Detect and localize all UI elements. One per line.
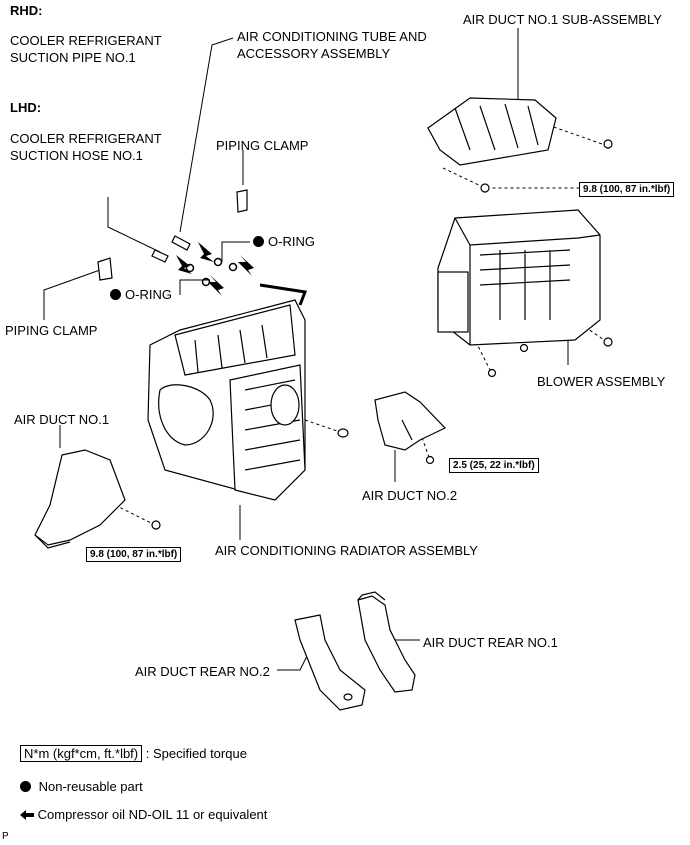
legend-oil: Compressor oil ND-OIL 11 or equivalent xyxy=(20,806,267,823)
blower-label: BLOWER ASSEMBLY xyxy=(537,374,666,389)
air-duct-1-label: AIR DUCT NO.1 xyxy=(14,412,110,427)
piping-clamp-top-label: PIPING CLAMP xyxy=(216,138,309,153)
legend-torque: N*m (kgf*cm, ft.*lbf) : Specified torque xyxy=(20,745,247,762)
o-ring-right-label: O-RING xyxy=(253,233,315,250)
leader-o-ring-left xyxy=(179,279,210,295)
oil-arrow-icon xyxy=(20,810,34,820)
legend-non-reusable: Non-reusable part xyxy=(20,778,143,795)
ac-tube-label-line2: ACCESSORY ASSEMBLY xyxy=(237,46,391,61)
piping-clamp-left-shape xyxy=(97,257,113,281)
o-rings xyxy=(185,257,238,287)
rhd-part-line2: SUCTION PIPE NO.1 xyxy=(10,50,136,65)
duct-rear-1-label: AIR DUCT REAR NO.1 xyxy=(423,635,558,650)
piping-clamp-left-label: PIPING CLAMP xyxy=(5,323,98,338)
rhd-heading: RHD: xyxy=(10,3,43,18)
oil-arrows xyxy=(176,242,254,296)
rhd-part-line1: COOLER REFRIGERANT xyxy=(10,33,162,48)
non-reusable-dot-icon xyxy=(253,236,264,247)
duct-rear-2-label: AIR DUCT REAR NO.2 xyxy=(135,664,270,679)
tube-ends xyxy=(151,235,191,263)
leader-ac-tube xyxy=(179,37,234,233)
ac-radiator-assembly xyxy=(147,283,349,501)
torque-sub-assembly: 9.8 (100, 87 in.*lbf) xyxy=(579,182,675,197)
leader-suction-hose xyxy=(107,197,161,253)
corner-code: P xyxy=(2,831,9,842)
piping-clamp-top-shape xyxy=(236,189,248,213)
lhd-heading: LHD: xyxy=(10,100,42,115)
legend-torque-text: : Specified torque xyxy=(145,746,247,761)
air-duct-no1-sub-assembly xyxy=(427,97,613,193)
legend-torque-box: N*m (kgf*cm, ft.*lbf) xyxy=(20,745,143,762)
air-duct-2-label: AIR DUCT NO.2 xyxy=(362,488,458,503)
torque-air-duct-1: 9.8 (100, 87 in.*lbf) xyxy=(86,547,182,562)
lhd-part-line2: SUCTION HOSE NO.1 xyxy=(10,148,143,163)
o-ring-left-label: O-RING xyxy=(110,286,172,303)
air-duct-no1-shape xyxy=(34,449,161,549)
radiator-label: AIR CONDITIONING RADIATOR ASSEMBLY xyxy=(215,543,478,558)
lhd-part-line1: COOLER REFRIGERANT xyxy=(10,131,162,146)
non-reusable-dot-icon xyxy=(20,781,31,792)
air-duct-rear-no1-shape xyxy=(357,591,416,693)
ac-tube-label-line1: AIR CONDITIONING TUBE AND xyxy=(237,29,427,44)
leader-o-ring-right xyxy=(221,241,250,262)
blower-assembly xyxy=(437,209,613,378)
air-duct-sub-label: AIR DUCT NO.1 SUB-ASSEMBLY xyxy=(463,12,662,27)
air-duct-rear-no2-shape xyxy=(294,614,366,711)
air-duct-no2-shape xyxy=(374,391,447,465)
non-reusable-dot-icon xyxy=(110,289,121,300)
leader-piping-clamp-left xyxy=(43,269,101,320)
torque-air-duct-2: 2.5 (25, 22 in.*lbf) xyxy=(449,458,539,473)
